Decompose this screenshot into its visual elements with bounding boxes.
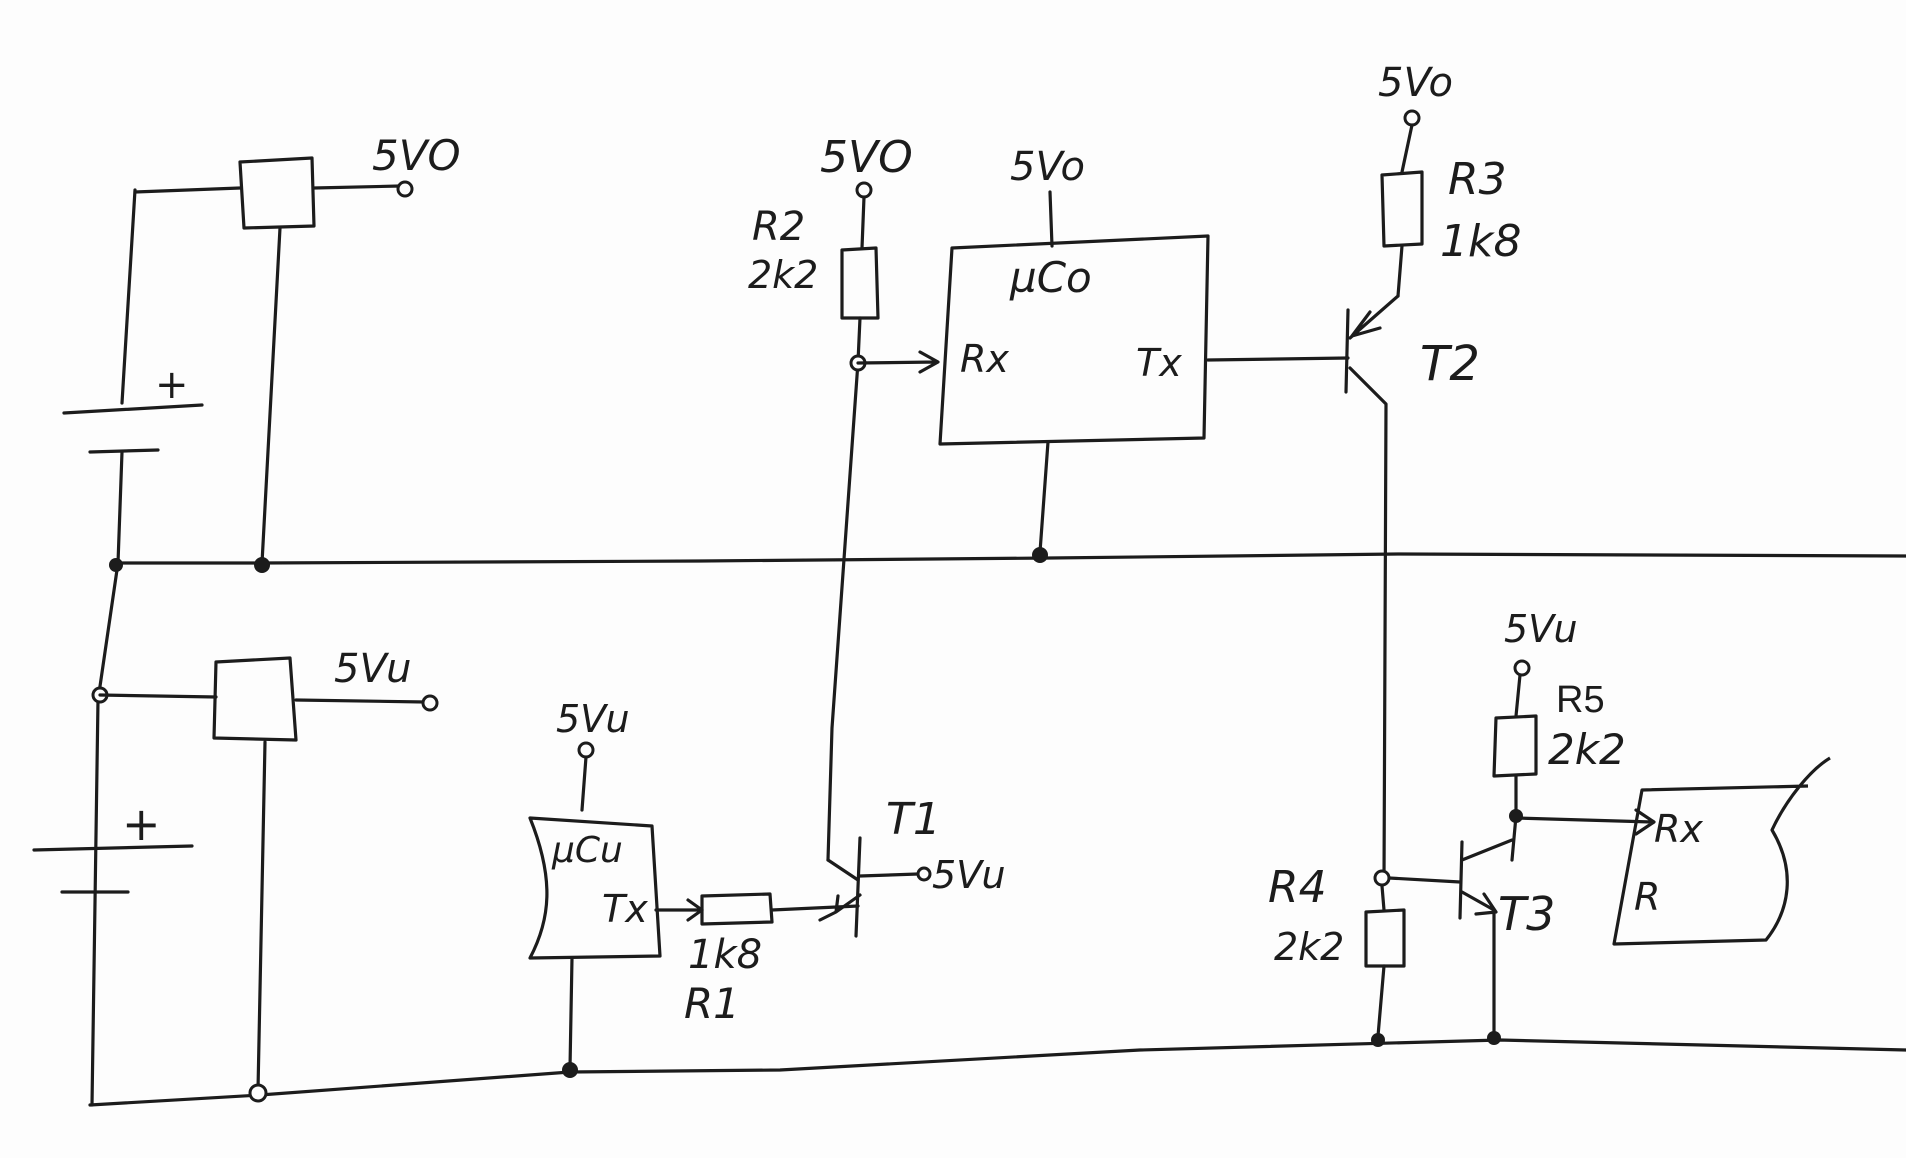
junction-dot xyxy=(1373,869,1391,887)
ucu-supply-label: 5Vu xyxy=(556,697,630,741)
resistor-r1 xyxy=(700,892,774,926)
reg-bottom-output-wire xyxy=(294,698,427,704)
junction-dot xyxy=(1032,547,1048,563)
resistor-r2 xyxy=(840,246,880,320)
transistor-t3-emitter xyxy=(1460,890,1498,1038)
ucu-tx-label: Tx xyxy=(602,887,648,931)
reg-top-output-wire xyxy=(312,184,402,190)
battery-top-plate-long xyxy=(62,403,204,415)
reg-bottom-ground-wire xyxy=(256,740,267,1092)
battery-bottom-plus-label: + xyxy=(122,797,161,851)
uco-rx-label: Rx xyxy=(960,337,1009,381)
transistor-t3-collector xyxy=(1460,838,1514,862)
junction-dot xyxy=(109,558,123,572)
junction-dot xyxy=(1371,1033,1385,1047)
r2-supply-terminal xyxy=(855,181,873,199)
reg-top-output-label: 5VO xyxy=(372,131,461,180)
battery-bottom-plate-long xyxy=(32,844,194,852)
junction-dot xyxy=(248,1083,268,1103)
junction-dot xyxy=(254,557,270,573)
reg-top-input-wire xyxy=(133,186,242,194)
regulator-top-body xyxy=(238,156,316,230)
resistor-r3 xyxy=(1380,170,1424,248)
regulator-bottom-body xyxy=(212,656,298,742)
r4-lead-top xyxy=(1380,884,1386,912)
uco-body xyxy=(938,234,1210,446)
reg-bottom-input-wire xyxy=(98,693,218,699)
r5-name-label: R5 xyxy=(1556,679,1605,721)
transistor-t2-collector xyxy=(1348,366,1388,882)
r1-name-label: R1 xyxy=(684,979,740,1028)
transistor-t2-base xyxy=(1344,308,1350,394)
r2-name-label: R2 xyxy=(752,204,805,250)
r5-supply-wire xyxy=(1514,673,1522,718)
uco-name-label: µCo xyxy=(1009,253,1092,302)
junction-dot xyxy=(562,1062,578,1078)
uco-tx-label: Tx xyxy=(1136,341,1182,385)
rx-device-input-wire xyxy=(1514,808,1656,836)
rx-device-body xyxy=(1612,756,1831,946)
ucu-body xyxy=(528,816,662,960)
battery-top-plus-label: + xyxy=(155,362,189,408)
transistor-t3-base xyxy=(1458,840,1464,920)
ucu-supply-wire xyxy=(580,755,588,812)
r2-supply-wire xyxy=(860,195,866,250)
ground-rail-bottom xyxy=(88,1038,1906,1107)
reg-top-ground-wire xyxy=(260,226,282,565)
uco-tx-to-t2-wire xyxy=(1206,356,1350,362)
battery-top-wire xyxy=(90,188,137,1107)
r4-name-label: R4 xyxy=(1268,862,1327,913)
r3-supply-terminal xyxy=(1403,109,1421,127)
ucu-ground-wire xyxy=(568,956,574,1070)
reg-bottom-output-terminal xyxy=(421,694,439,712)
r4-to-t3-wire xyxy=(1387,876,1462,884)
r2-supply-label: 5VO xyxy=(820,132,913,183)
r1-value-label: 1k8 xyxy=(688,932,762,978)
junction-dot xyxy=(1487,1031,1501,1045)
transistor-t1-emitter xyxy=(818,893,862,922)
r2-value-label: 2k2 xyxy=(748,253,818,297)
transistor-t1-collector xyxy=(826,858,860,882)
rx-line-wire xyxy=(826,316,862,862)
battery-top-plate-short xyxy=(88,448,160,454)
ucu-tx-output-wire xyxy=(654,898,704,922)
reg-bottom-output-label: 5Vu xyxy=(334,646,411,692)
r5-value-label: 2k2 xyxy=(1548,725,1626,774)
resistor-r5 xyxy=(1492,714,1538,778)
transistor-t1-base xyxy=(854,836,862,938)
r3-name-label: R3 xyxy=(1448,154,1507,205)
t1-name-label: T1 xyxy=(886,794,941,845)
ground-rail-top xyxy=(110,552,1906,565)
r3-value-label: 1k8 xyxy=(1440,216,1521,267)
transistor-t2-emitter xyxy=(1348,294,1400,340)
r3-supply-wire xyxy=(1400,123,1414,174)
uco-rx-input-wire xyxy=(856,350,940,374)
t1-emitter-supply-wire xyxy=(858,872,920,878)
reg-top-output-terminal xyxy=(396,180,414,198)
r5-supply-terminal xyxy=(1513,659,1531,677)
rx-device-r-label: R xyxy=(1634,875,1660,919)
r3-to-t2-wire xyxy=(1396,244,1404,298)
uco-ground-wire xyxy=(1038,440,1050,554)
r4-ground-wire xyxy=(1376,964,1386,1038)
rx-device-rx-label: Rx xyxy=(1654,807,1703,851)
r3-supply-label: 5Vo xyxy=(1378,60,1453,106)
uco-supply-label: 5Vo xyxy=(1010,144,1085,190)
r5-supply-label: 5Vu xyxy=(1504,607,1578,651)
t2-name-label: T2 xyxy=(1420,336,1480,392)
resistor-r4 xyxy=(1364,908,1406,968)
r4-value-label: 2k2 xyxy=(1274,925,1344,969)
t3-name-label: T3 xyxy=(1498,887,1555,941)
ucu-name-label: µCu xyxy=(551,830,623,871)
junction-dot xyxy=(1509,809,1523,823)
uco-supply-wire xyxy=(1048,190,1054,248)
ucu-supply-terminal xyxy=(577,741,595,759)
t1-emitter-supply-label: 5Vu xyxy=(932,853,1006,897)
t1-emitter-terminal xyxy=(916,866,932,882)
